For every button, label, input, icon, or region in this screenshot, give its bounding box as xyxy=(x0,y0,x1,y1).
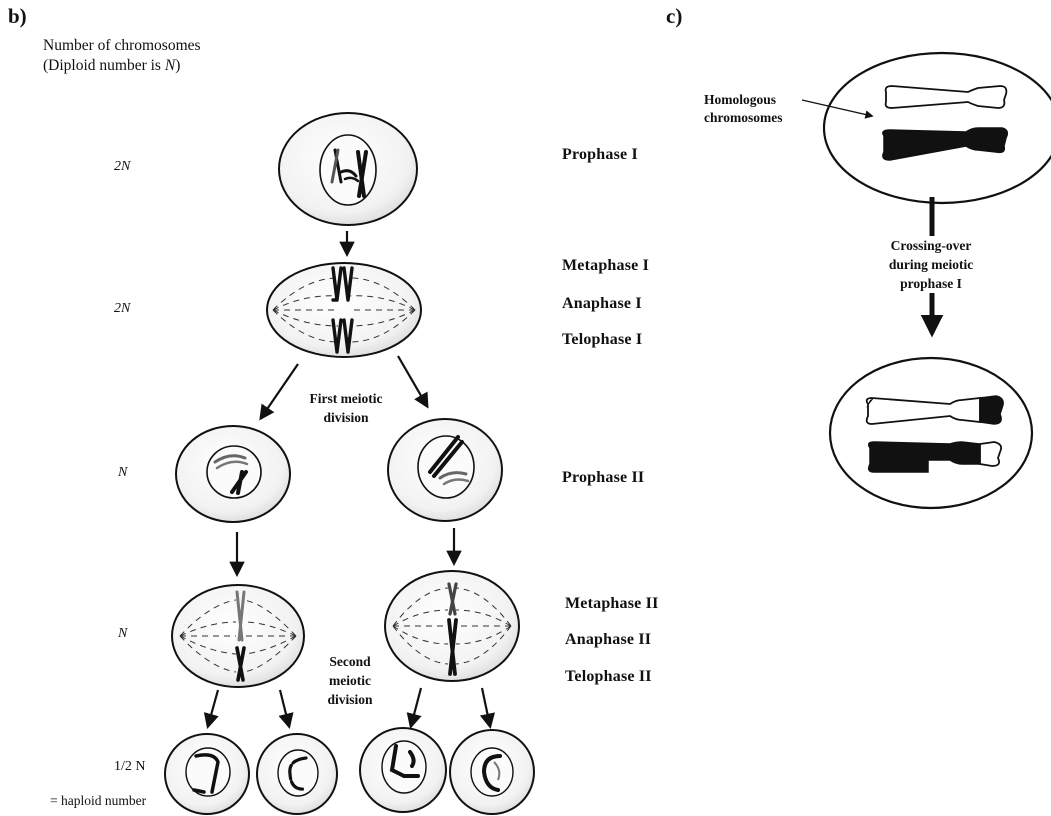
cell-daughter-4 xyxy=(449,729,535,815)
chromosome-white-top xyxy=(884,85,1008,109)
chromosomes-prophase1 xyxy=(330,148,368,198)
chromosome-black-top xyxy=(882,127,1009,161)
cell-daughter-3 xyxy=(359,727,447,813)
first-division-label: First meiotic division xyxy=(309,391,383,425)
cell-prophase1 xyxy=(278,112,418,226)
panel-b-letter: b) xyxy=(8,4,27,28)
chromosome-count-header: Number of chromosomes (Diploid number is… xyxy=(43,36,201,76)
arrow-m2r-d3 xyxy=(406,687,423,729)
cell-metaphase2-right xyxy=(384,570,520,682)
second-division-label: Second meiotic division xyxy=(327,654,373,707)
count-prophase1: 2N xyxy=(114,159,131,174)
stage-anaphase2: Anaphase II xyxy=(565,631,652,648)
haploid-note: = haploid number xyxy=(50,793,147,808)
stage-telophase1: Telophase I xyxy=(562,331,643,348)
stage-telophase2: Telophase II xyxy=(565,668,652,685)
cell-metaphase2-left xyxy=(171,584,305,688)
cell-daughter-2 xyxy=(256,733,338,815)
count-final: 1/2 N xyxy=(114,759,146,774)
count-prophase2: N xyxy=(118,465,128,480)
count-metaphase2: N xyxy=(118,626,128,641)
arrow-m2l-d2 xyxy=(278,689,294,729)
arrow-m1-right xyxy=(397,355,429,409)
count-metaphase1: 2N xyxy=(114,301,131,316)
stage-metaphase1: Metaphase I xyxy=(562,257,650,274)
header-line-2: (Diploid number is N) xyxy=(43,57,181,74)
arrow-m2l-d1 xyxy=(203,689,220,729)
arrow-m2r-d4 xyxy=(479,687,495,730)
cell-daughter-1 xyxy=(164,733,250,815)
spindle-metaphase1 xyxy=(272,277,416,343)
cell-homologous-top xyxy=(822,51,1051,205)
arrow-homologous-pointer xyxy=(801,99,874,119)
cell-prophase2-left xyxy=(175,425,291,523)
cell-prophase2-right xyxy=(387,418,503,522)
stage-prophase2: Prophase II xyxy=(562,469,645,486)
stage-anaphase1: Anaphase I xyxy=(562,295,642,312)
stage-prophase1: Prophase I xyxy=(562,146,638,163)
cell-crossover-bottom xyxy=(828,356,1034,510)
header-line-1: Number of chromosomes xyxy=(43,37,201,54)
panel-c-letter: c) xyxy=(666,4,683,28)
crossing-over-label: Crossing-over during meiotic prophase I xyxy=(866,236,996,293)
chromosomes-metaphase1 xyxy=(331,266,354,354)
homologous-label: Homologous chromosomes xyxy=(704,92,783,125)
stage-metaphase2: Metaphase II xyxy=(565,595,659,612)
cell-metaphase1 xyxy=(266,262,422,358)
arrow-m1-left xyxy=(259,363,299,421)
